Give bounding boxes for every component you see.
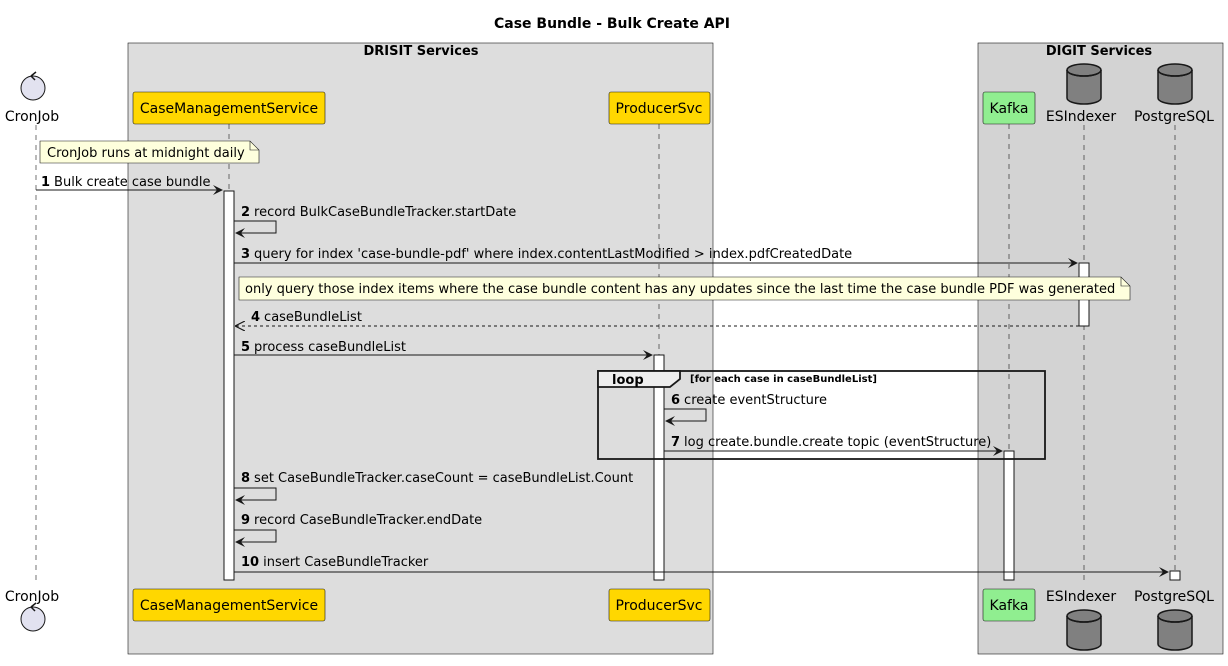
svg-text:CronJob: CronJob — [5, 109, 59, 125]
producer-label-top: ProducerSvc — [616, 101, 703, 117]
svg-text:CronJob runs at midnight daily: CronJob runs at midnight daily — [47, 146, 245, 161]
postgres-label-bottom: PostgreSQL — [1134, 589, 1214, 605]
control-icon-bottom — [20, 602, 46, 632]
digit-services-group — [977, 42, 1224, 655]
esindexer-database-icon-top — [1066, 63, 1102, 105]
loop-keyword: loop — [612, 373, 644, 388]
cronjob-label-bottom: CronJob — [5, 589, 59, 605]
note-cron: CronJob runs at midnight daily — [39, 140, 260, 164]
digit-group-label: DIGIT Services — [1046, 44, 1153, 59]
cms-label-top: CaseManagementService — [140, 101, 318, 117]
message-9-arrow — [234, 529, 277, 547]
producer-activation — [653, 354, 665, 581]
postgres-label-top: PostgreSQL — [1134, 109, 1214, 125]
kafka-activation — [1003, 450, 1015, 581]
kafka-label-bottom: Kafka — [990, 598, 1029, 614]
kafka-participant-top — [982, 91, 1036, 125]
loop-condition: [for each case in caseBundleList] — [690, 374, 877, 385]
producer-participant-top — [608, 91, 711, 125]
message-8-arrow — [234, 487, 277, 505]
kafka-participant-bottom — [982, 588, 1036, 622]
producer-participant-bottom — [608, 588, 711, 622]
postgres-activation — [1169, 570, 1181, 581]
kafka-label-top: Kafka — [990, 101, 1029, 117]
cms-activation — [223, 190, 235, 581]
cms-participant-top — [132, 91, 326, 125]
producer-label-bottom: ProducerSvc — [616, 598, 703, 614]
note-query: only query those index items where the c… — [238, 276, 1131, 301]
cms-participant-bottom — [132, 588, 326, 622]
message-2-arrow — [234, 220, 277, 238]
drisit-group-label: DRISIT Services — [363, 44, 478, 59]
cms-label-bottom: CaseManagementService — [140, 598, 318, 614]
control-icon-top — [20, 71, 46, 101]
svg-text:only query those index items w: only query those index items where the c… — [245, 282, 1115, 297]
cronjob-participant-top: CronJob — [5, 109, 59, 125]
postgres-database-icon-bottom — [1157, 609, 1193, 651]
message-6-arrow — [664, 408, 707, 426]
esindexer-label-bottom: ESIndexer — [1046, 589, 1116, 605]
postgres-database-icon-top — [1157, 63, 1193, 105]
loop-frame: loop [for each case in caseBundleList] — [597, 370, 1046, 460]
esindexer-database-icon-bottom — [1066, 609, 1102, 651]
esindexer-label-top: ESIndexer — [1046, 109, 1116, 125]
diagram-title: Case Bundle - Bulk Create API — [494, 16, 730, 32]
